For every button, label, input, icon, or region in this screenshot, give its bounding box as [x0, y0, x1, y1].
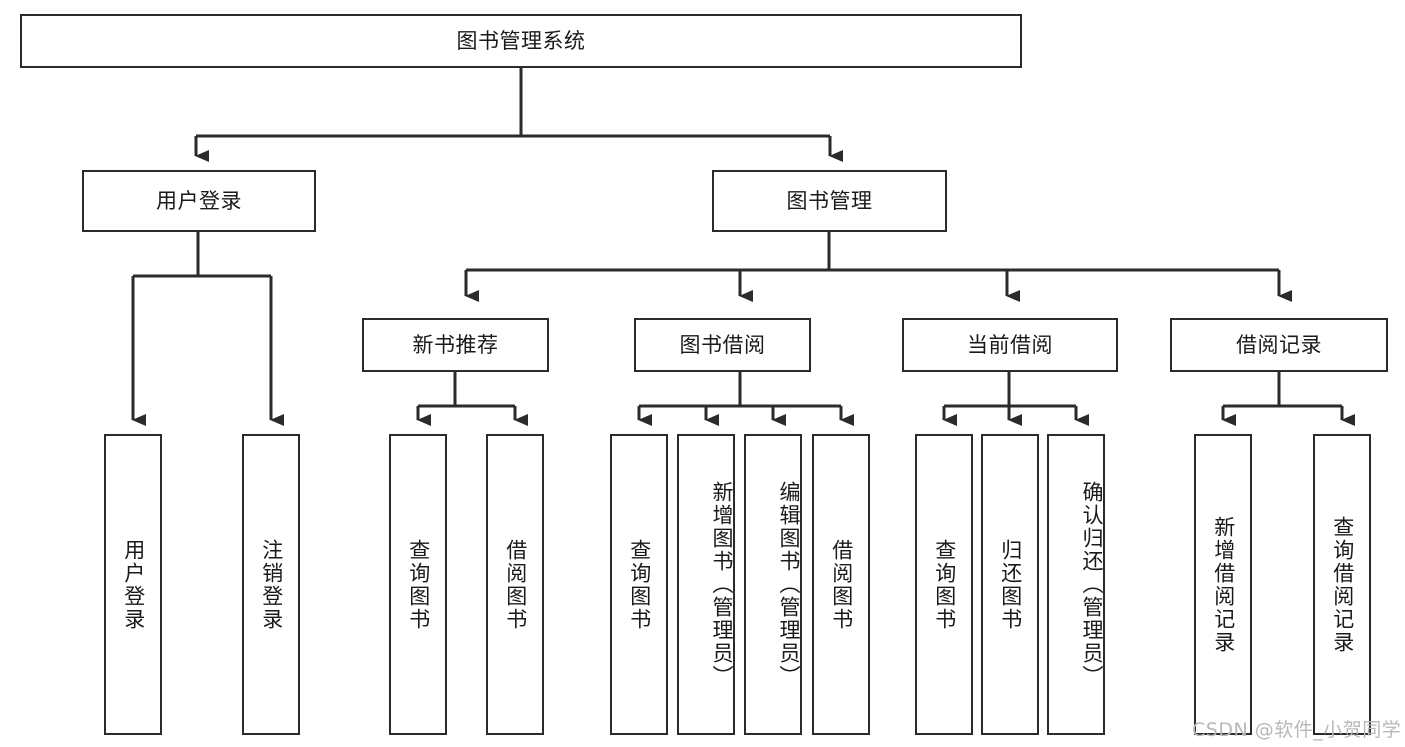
leaf-newbook-query-book-label: 查询图书: [406, 538, 431, 631]
leaf-borrowrecord-add-record[interactable]: 新增借阅记录: [1194, 434, 1252, 735]
leaf-borrowrecord-add-record-label: 新增借阅记录: [1211, 515, 1236, 654]
node-user-login-label: 用户登录: [156, 188, 242, 213]
leaf-logout[interactable]: 注销登录: [242, 434, 300, 735]
node-borrow-record-label: 借阅记录: [1236, 332, 1322, 357]
leaf-borrowrecord-query-record-label: 查询借阅记录: [1330, 515, 1355, 654]
leaf-logout-label: 注销登录: [259, 538, 284, 631]
leaf-user-login[interactable]: 用户登录: [104, 434, 162, 735]
node-book-management-label: 图书管理: [786, 188, 873, 213]
leaf-bookborrow-add-book[interactable]: 新增图书（管理员）: [677, 434, 735, 735]
node-book-borrow[interactable]: 图书借阅: [634, 318, 811, 372]
node-current-borrow-label: 当前借阅: [967, 332, 1053, 357]
leaf-user-login-label: 用户登录: [121, 538, 146, 631]
csdn-watermark: CSDN @软件_小贺同学: [1192, 719, 1402, 741]
node-new-book-recommend-label: 新书推荐: [412, 332, 499, 357]
leaf-bookborrow-query-book[interactable]: 查询图书: [610, 434, 668, 735]
leaf-currentborrow-query-book[interactable]: 查询图书: [915, 434, 973, 735]
leaf-currentborrow-query-book-label: 查询图书: [932, 538, 957, 631]
leaf-newbook-borrow-book[interactable]: 借阅图书: [486, 434, 544, 735]
node-user-login[interactable]: 用户登录: [82, 170, 316, 232]
node-book-borrow-label: 图书借阅: [679, 332, 766, 357]
leaf-currentborrow-confirm-return-label: 确认归还（管理员）: [1080, 481, 1104, 688]
node-root-system[interactable]: 图书管理系统: [20, 14, 1022, 68]
leaf-bookborrow-borrow-book-label: 借阅图书: [829, 538, 854, 631]
leaf-currentborrow-return-book[interactable]: 归还图书: [981, 434, 1039, 735]
leaf-currentborrow-confirm-return[interactable]: 确认归还（管理员）: [1047, 434, 1105, 735]
leaf-bookborrow-query-book-label: 查询图书: [627, 538, 652, 631]
leaf-bookborrow-add-book-label: 新增图书（管理员）: [710, 481, 734, 688]
node-new-book-recommend[interactable]: 新书推荐: [362, 318, 549, 372]
leaf-newbook-borrow-book-label: 借阅图书: [503, 538, 528, 631]
node-current-borrow[interactable]: 当前借阅: [902, 318, 1118, 372]
node-root-system-label: 图书管理系统: [456, 28, 586, 53]
leaf-newbook-query-book[interactable]: 查询图书: [389, 434, 447, 735]
node-book-management[interactable]: 图书管理: [712, 170, 947, 232]
leaf-bookborrow-borrow-book[interactable]: 借阅图书: [812, 434, 870, 735]
leaf-borrowrecord-query-record[interactable]: 查询借阅记录: [1313, 434, 1371, 735]
leaf-bookborrow-edit-book-label: 编辑图书（管理员）: [777, 481, 801, 688]
node-borrow-record[interactable]: 借阅记录: [1170, 318, 1388, 372]
leaf-bookborrow-edit-book[interactable]: 编辑图书（管理员）: [744, 434, 802, 735]
leaf-currentborrow-return-book-label: 归还图书: [998, 538, 1023, 631]
